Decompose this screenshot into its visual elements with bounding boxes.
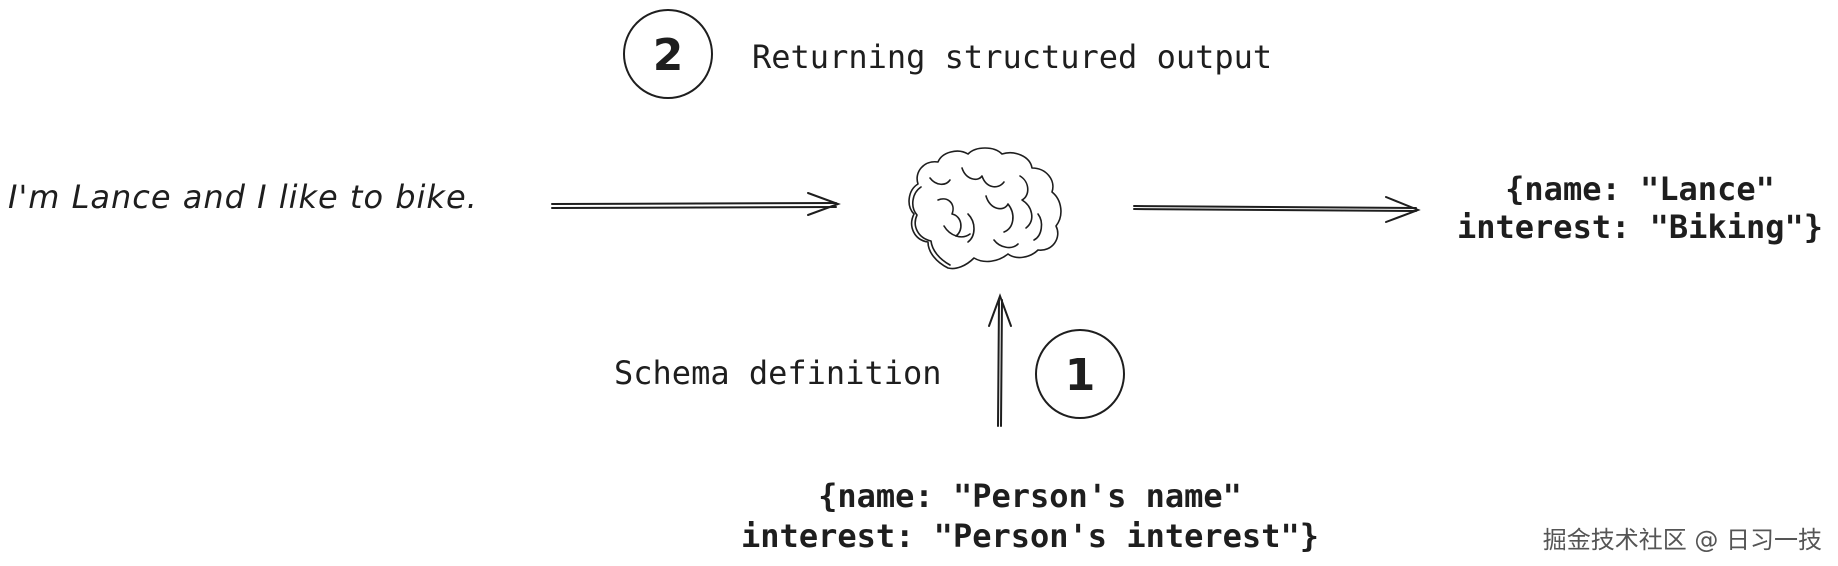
step-2-number: 2 xyxy=(653,30,684,81)
watermark: 掘金技术社区 @ 日习一技 xyxy=(1542,526,1822,554)
schema-definition: {name: "Person's name" interest: "Person… xyxy=(741,477,1319,555)
brain-icon xyxy=(908,147,1062,270)
step-1-number: 1 xyxy=(1065,350,1096,401)
input-text: I'm Lance and I like to bike. xyxy=(8,178,478,216)
step-2-label: Returning structured output xyxy=(752,38,1273,76)
schema-arrow xyxy=(988,293,1012,427)
input-arrow xyxy=(551,192,841,216)
step-1-label: Schema definition xyxy=(614,354,942,392)
step-1-badge: 1 xyxy=(1035,329,1125,419)
structured-output: {name: "Lance" interest: "Biking"} xyxy=(1456,170,1824,246)
output-arrow xyxy=(1133,196,1421,223)
step-2-badge: 2 xyxy=(623,9,713,99)
